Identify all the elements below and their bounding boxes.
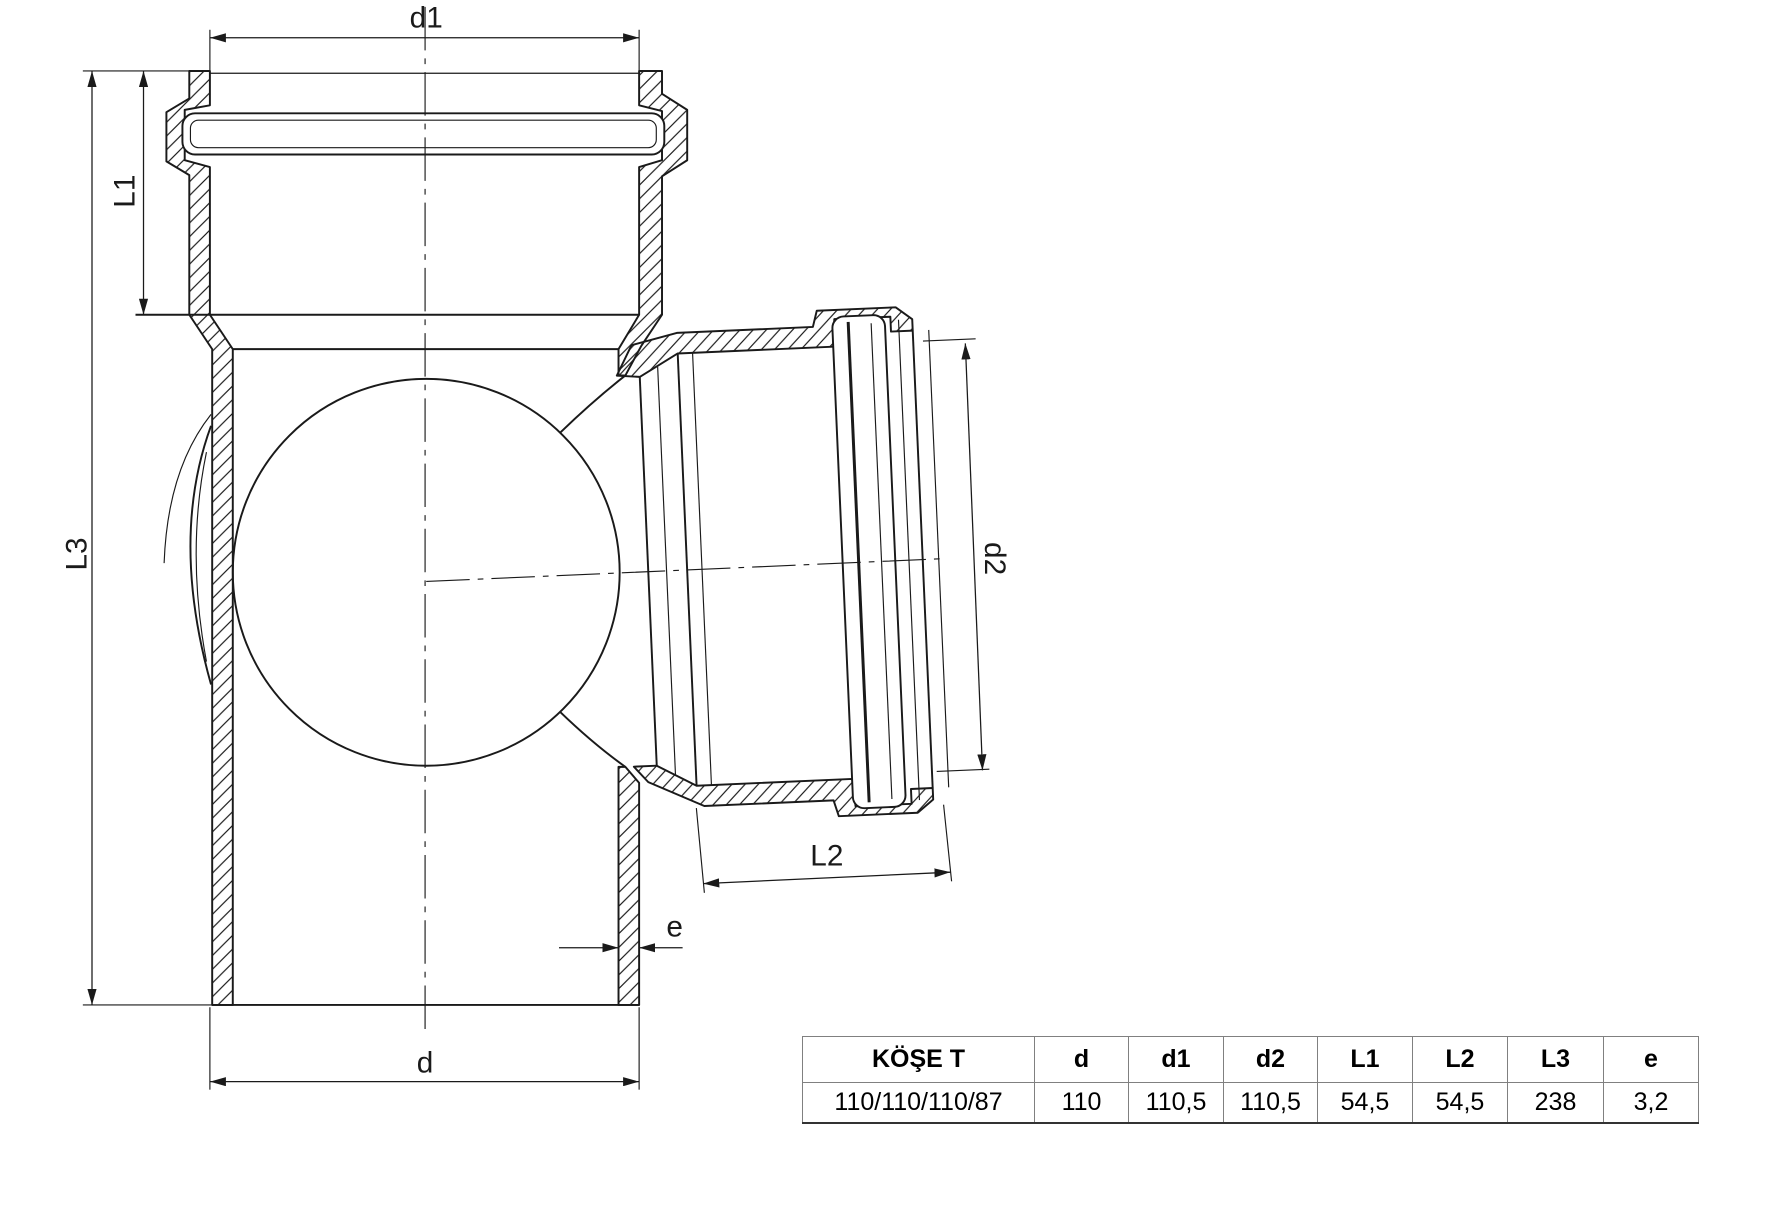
header-L2: L2: [1412, 1036, 1508, 1083]
d-label: d: [417, 1046, 434, 1079]
table-header-row: KÖŞE T d d1 d2 L1 L2 L3 e: [802, 1036, 1699, 1083]
L2-extension-right: [943, 804, 953, 882]
side-opening-circle: [231, 377, 621, 767]
d1-label: d1: [410, 1, 443, 34]
header-product: KÖŞE T: [802, 1036, 1035, 1083]
cell-L2: 54,5: [1412, 1082, 1508, 1124]
cell-e: 3,2: [1603, 1082, 1699, 1124]
dimension-table: KÖŞE T d d1 d2 L1 L2 L3 e 110/110/110/87…: [802, 1036, 1699, 1124]
branch-centerline: [426, 557, 946, 583]
branch-junction-upper-curve: [559, 374, 626, 434]
cell-L3: 238: [1507, 1082, 1604, 1124]
side-arc-outer: [163, 413, 212, 564]
branch-gasket-inner-line: [870, 323, 893, 799]
header-e: e: [1603, 1036, 1699, 1083]
cell-d2: 110,5: [1223, 1082, 1318, 1124]
L1-label: L1: [108, 175, 141, 208]
dimensions: d1 L1 L3 d e d2 L2: [60, 1, 1011, 1090]
L2-extension-left: [695, 808, 705, 893]
header-L1: L1: [1317, 1036, 1413, 1083]
d2-extension-bottom: [936, 768, 990, 773]
side-arc-inner: [195, 452, 208, 662]
header-d2: d2: [1223, 1036, 1318, 1083]
branch-top-wall: [615, 306, 914, 378]
L2-dimension-line: [703, 868, 951, 888]
top-socket-gasket-inner: [189, 119, 657, 149]
main-pipe-left-wall: [165, 69, 234, 1006]
main-pipe-right-lower-wall: [617, 765, 641, 1006]
e-label: e: [666, 910, 683, 943]
main-pipe: [135, 69, 689, 1006]
header-d1: d1: [1128, 1036, 1224, 1083]
cell-L1: 54,5: [1317, 1082, 1413, 1124]
branch-junction-lower-curve: [559, 711, 626, 768]
cell-d1: 110,5: [1128, 1082, 1224, 1124]
d2-dimension-line: [961, 343, 987, 771]
cell-d: 110: [1034, 1082, 1129, 1124]
cell-product-code: 110/110/110/87: [802, 1082, 1035, 1124]
L3-label: L3: [60, 537, 93, 570]
side-arc-middle: [189, 425, 212, 685]
d2-label: d2: [978, 542, 1011, 575]
branch-inner-edge-line-secondary: [657, 366, 677, 776]
d2-extension-top: [922, 338, 976, 342]
top-socket-gasket: [181, 112, 666, 156]
table-row: 110/110/110/87 110 110,5 110,5 54,5 54,5…: [802, 1082, 1699, 1124]
header-d: d: [1034, 1036, 1129, 1083]
header-L3: L3: [1507, 1036, 1604, 1083]
L2-label: L2: [810, 839, 843, 872]
